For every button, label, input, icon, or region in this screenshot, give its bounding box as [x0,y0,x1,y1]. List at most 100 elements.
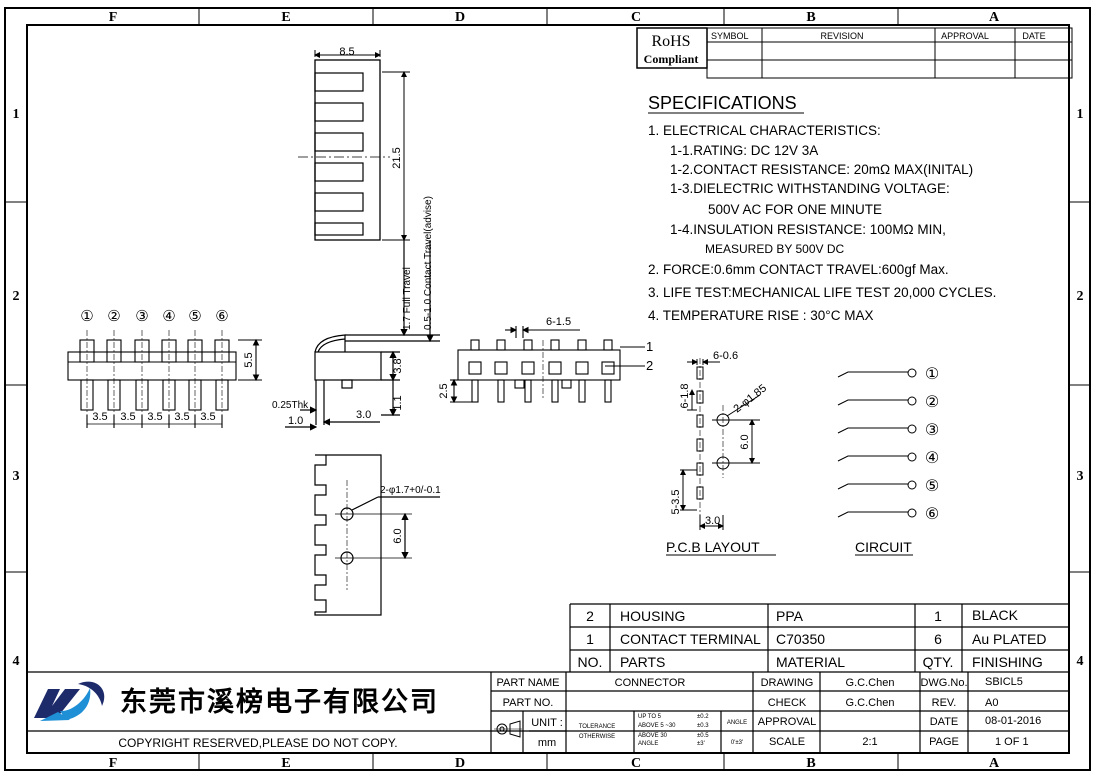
dwg-value: SBICL5 [985,676,1023,688]
tol-range: UP TO 5 [638,714,662,720]
bottom-view [314,454,440,616]
circuit-pin: ① [925,366,939,383]
callout-2: 2 [646,358,653,373]
spec-lines: 1. ELECTRICAL CHARACTERISTICS: 1-1.RATIN… [648,123,996,323]
zone-col-top: C [631,10,641,25]
rev-header-date: DATE [1022,31,1045,41]
side2-height-dim: 2.5 [438,383,450,398]
date-label: DATE [930,716,959,728]
bom-cell: PPA [776,608,804,624]
bom-cell: 1 [586,631,594,647]
bom-cell: 2 [586,608,594,624]
bottom-hole-dim: 2-φ1.7+0/-0.1 [380,485,441,496]
pitch-dim: 3.5 [200,411,215,423]
full-travel-dim: 1.7 Full Travel [402,267,413,330]
title-block-grid [27,671,1069,753]
bom-cell: HOUSING [620,608,685,624]
pcb-layout [680,358,761,530]
zone-labels: F E D C B A F E D C B A 1 2 3 4 1 2 3 4 [13,10,1084,771]
spec-line: 1. ELECTRICAL CHARACTERISTICS: [648,123,881,138]
copyright-notice: COPYRIGHT RESERVED,PLEASE DO NOT COPY. [118,736,397,750]
angle-label: ANGLE [727,720,747,726]
pin-number: ① [80,308,93,325]
part-no-label: PART NO. [503,697,554,709]
drawing-value: G.C.Chen [846,677,895,689]
zone-col-bottom: C [631,756,641,771]
pcb-d3-dim: 2-φ1.85 [731,382,769,415]
bom-cell: 6 [934,631,942,647]
check-value: G.C.Chen [846,697,895,709]
side-d1-dim: 1.0 [288,415,303,427]
zone-ticks [5,8,1090,770]
zone-col-bottom: B [806,756,815,771]
rev-value: A0 [985,697,998,709]
contact-travel-dim: 0.5-1.0 Contact Travel(advise) [423,196,434,330]
zone-col-top: E [281,10,290,25]
side-thk-dim: 0.25Thk [272,400,309,411]
rev-header-revision: REVISION [820,31,863,41]
pcb-d2-dim: 6-1.8 [679,383,691,408]
rev-header-approval: APPROVAL [941,31,989,41]
tol-range: ANGLE [638,741,658,747]
spec-title: SPECIFICATIONS [648,93,797,113]
pin-number: ② [107,308,120,325]
bom-header: NO. [578,654,603,670]
pitch-dim: 3.5 [92,411,107,423]
spec-line: 3. LIFE TEST:MECHANICAL LIFE TEST 20,000… [648,285,996,300]
revision-table [706,27,1073,79]
zone-row-left: 3 [13,469,20,484]
bom-table [569,603,1069,672]
zone-row-right: 2 [1077,289,1084,304]
spec-line: 500V AC FOR ONE MINUTE [708,202,882,217]
part-name-value: CONNECTOR [615,677,686,689]
zone-col-top: D [455,10,465,25]
inner-frame [26,24,1070,754]
front-pin-numbers: ① ② ③ ④ ⑤ ⑥ [80,308,228,325]
pitch-dim: 3.5 [174,411,189,423]
bom-header: MATERIAL [776,654,845,670]
company-name: 东莞市溪榜电子有限公司 [120,686,439,717]
date-value: 08-01-2016 [985,715,1041,727]
spec-line: 2. FORCE:0.6mm CONTACT TRAVEL:600gf Max. [648,262,949,277]
bom-header: QTY. [923,654,954,670]
front-view [67,330,262,428]
side-view [285,240,440,431]
page-label: PAGE [929,736,959,748]
zone-row-left: 2 [13,289,20,304]
top-width-dim: 8.5 [339,46,354,58]
spec-line: 1-4.INSULATION RESISTANCE: 100MΩ MIN, [670,222,946,237]
tol-value: ±0.5 [697,733,709,739]
pcb-layout-title: P.C.B LAYOUT [666,539,760,555]
unit-value: mm [538,737,556,749]
rev-header-symbol: SYMBOL [711,31,749,41]
zone-col-bottom: E [281,756,290,771]
side-base-dim: 1.1 [392,395,404,410]
scale-value: 2:1 [862,736,877,748]
pcb-d1-dim: 6-0.6 [713,350,738,362]
otherwise-label: OTHERWISE [579,734,615,740]
bom-cell: C70350 [776,631,825,647]
svg-text:RoHS: RoHS [651,33,690,50]
circuit-title: CIRCUIT [855,539,912,555]
pcb-d5-dim: 5-3.5 [670,489,682,514]
projection-symbol-icon [494,720,522,738]
zone-col-top: B [806,10,815,25]
tolerance-label: TOLERANCE [579,724,616,730]
pin-number: ④ [162,308,175,325]
top-view [298,50,410,241]
zone-row-left: 1 [13,107,20,122]
spec-line: 1-2.CONTACT RESISTANCE: 20mΩ MAX(INITAL) [670,162,973,177]
tol-range: ABOVE 30 [638,733,668,739]
bottom-spacing-dim: 6.0 [392,528,404,543]
tol-value: ±0.3 [697,723,709,729]
circuit-pin: ② [925,394,939,411]
pin-number: ⑤ [188,308,201,325]
circuit-pin-numbers: ① ② ③ ④ ⑤ ⑥ [925,366,939,523]
zone-row-left: 4 [13,654,20,669]
circuit-diagram [837,368,917,518]
approval-label: APPROVAL [758,716,817,728]
front-height-dim: 5.5 [243,352,255,367]
bom-header: PARTS [620,654,665,670]
page-value: 1 OF 1 [995,736,1029,748]
